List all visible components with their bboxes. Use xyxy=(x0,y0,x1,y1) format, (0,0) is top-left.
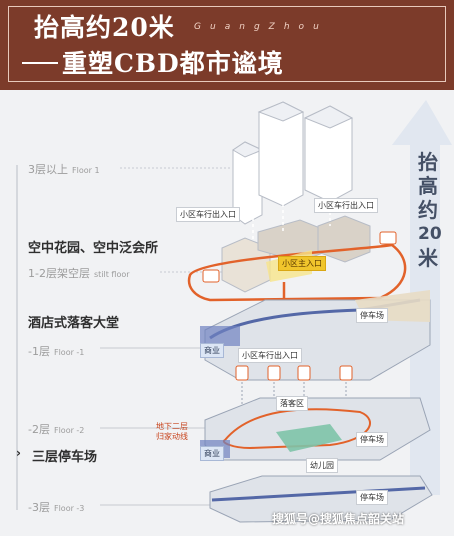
slab-f3-road xyxy=(211,486,426,502)
garden-text: 空中花园、空中泛会所 xyxy=(28,241,159,256)
route-f2 xyxy=(222,408,371,450)
route-ground xyxy=(187,243,407,302)
tag-exit-right: 小区车行出入口 xyxy=(314,198,378,213)
tag-main-entrance: 小区主入口 xyxy=(278,256,326,271)
rise-char: 抬 xyxy=(418,150,438,174)
tower-mid xyxy=(257,101,305,207)
floor-en: Floor -1 xyxy=(53,348,85,357)
underground-line-1: 地下二层 xyxy=(156,422,188,431)
floor-en: Floor -3 xyxy=(53,504,85,513)
rise-char: 米 xyxy=(418,246,438,270)
parking3-label: 三层停车场 xyxy=(32,446,97,465)
rise-label: 抬 高 约 20 米 xyxy=(418,150,442,270)
rise-char: 约 xyxy=(418,198,438,222)
rise-char: 20 xyxy=(418,224,442,244)
floor-en: Floor 1 xyxy=(72,166,100,175)
lift-icon xyxy=(339,365,353,381)
city-letters: G u a n g Z h o u xyxy=(194,22,319,32)
lift-icon xyxy=(267,365,281,381)
tag-shop-2: 商业 xyxy=(200,446,224,461)
underground-line-2: 归家动线 xyxy=(156,432,188,441)
city-letter: h xyxy=(283,22,290,32)
floor-cn: -3层 xyxy=(28,501,50,514)
header-frame xyxy=(8,6,446,82)
rise-char: 高 xyxy=(418,174,438,198)
city-letter: o xyxy=(298,22,305,32)
floor-cn: 1-2层架空层 xyxy=(28,267,90,280)
city-letter: n xyxy=(239,22,245,32)
parking3-text: 三层停车场 xyxy=(32,450,98,465)
tag-parking-2: 停车场 xyxy=(356,432,388,447)
lobby-label: 酒店式落客大堂 xyxy=(28,312,119,331)
tag-dropoff: 落客区 xyxy=(276,396,308,411)
car-icon-right xyxy=(379,231,397,245)
watermark: 搜狐号@搜狐焦点韶关站 xyxy=(272,512,405,526)
kindergarten-zone xyxy=(276,424,342,452)
slab-f3 xyxy=(209,475,433,523)
floor-en: stilt floor xyxy=(93,270,130,279)
lobby-text: 酒店式落客大堂 xyxy=(28,316,120,331)
lift-icon xyxy=(235,365,249,381)
tag-parking-3: 停车场 xyxy=(356,490,388,505)
city-letter: G xyxy=(194,22,201,32)
city-letter: a xyxy=(224,22,231,32)
garden-label: 空中花园、空中泛会所 xyxy=(28,237,158,256)
floor-en: Floor -2 xyxy=(53,426,85,435)
city-letter: u xyxy=(313,22,319,32)
floor-cn: -2层 xyxy=(28,423,50,436)
floor-cn: 3层以上 xyxy=(28,163,68,176)
parking-marker: › xyxy=(16,446,21,460)
city-letter: g xyxy=(253,22,260,32)
tag-parking-1: 停车场 xyxy=(356,308,388,323)
header-subtitle: 重塑CBD都市谧境 xyxy=(62,49,284,78)
header-dash xyxy=(22,62,58,64)
tag-exit-left: 小区车行出入口 xyxy=(176,207,240,222)
tag-kindergarten: 幼儿园 xyxy=(306,458,338,473)
header-banner: 抬高约20米 G u a n g Z h o u 重塑CBD都市谧境 xyxy=(0,0,454,90)
underground-route-label: 地下二层 归家动线 xyxy=(156,422,188,442)
lift-icon xyxy=(297,365,311,381)
floor-label-3: 3层以上 Floor 1 xyxy=(28,158,100,177)
blue-band-f1 xyxy=(200,326,240,346)
floor-cn: -1层 xyxy=(28,345,50,358)
header-title: 抬高约20米 xyxy=(34,13,175,42)
car-icon-left xyxy=(202,269,220,283)
city-letter: Z xyxy=(268,22,275,32)
city-letter: u xyxy=(209,22,216,32)
tag-exit-lower: 小区车行出入口 xyxy=(238,348,302,363)
tower-right xyxy=(303,105,354,203)
tag-shop-1: 商业 xyxy=(200,343,224,358)
